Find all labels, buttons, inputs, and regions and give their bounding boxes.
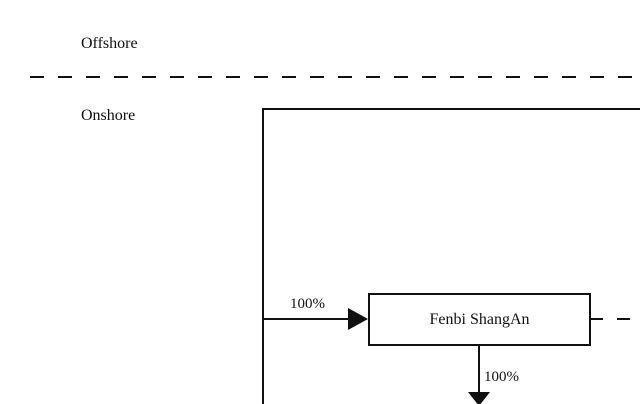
arrowhead-down-icon bbox=[468, 392, 490, 404]
arrowhead-right-icon bbox=[348, 308, 368, 330]
onshore-group-border bbox=[262, 108, 640, 404]
ownership-percent-label: 100% bbox=[290, 296, 325, 312]
entity-name: Fenbi ShangAn bbox=[429, 310, 530, 328]
entity-fenbi-shangan: Fenbi ShangAn bbox=[368, 293, 591, 346]
ownership-percent-label: 100% bbox=[484, 369, 519, 385]
onshore-label: Onshore bbox=[81, 107, 136, 124]
offshore-label: Offshore bbox=[81, 35, 138, 52]
